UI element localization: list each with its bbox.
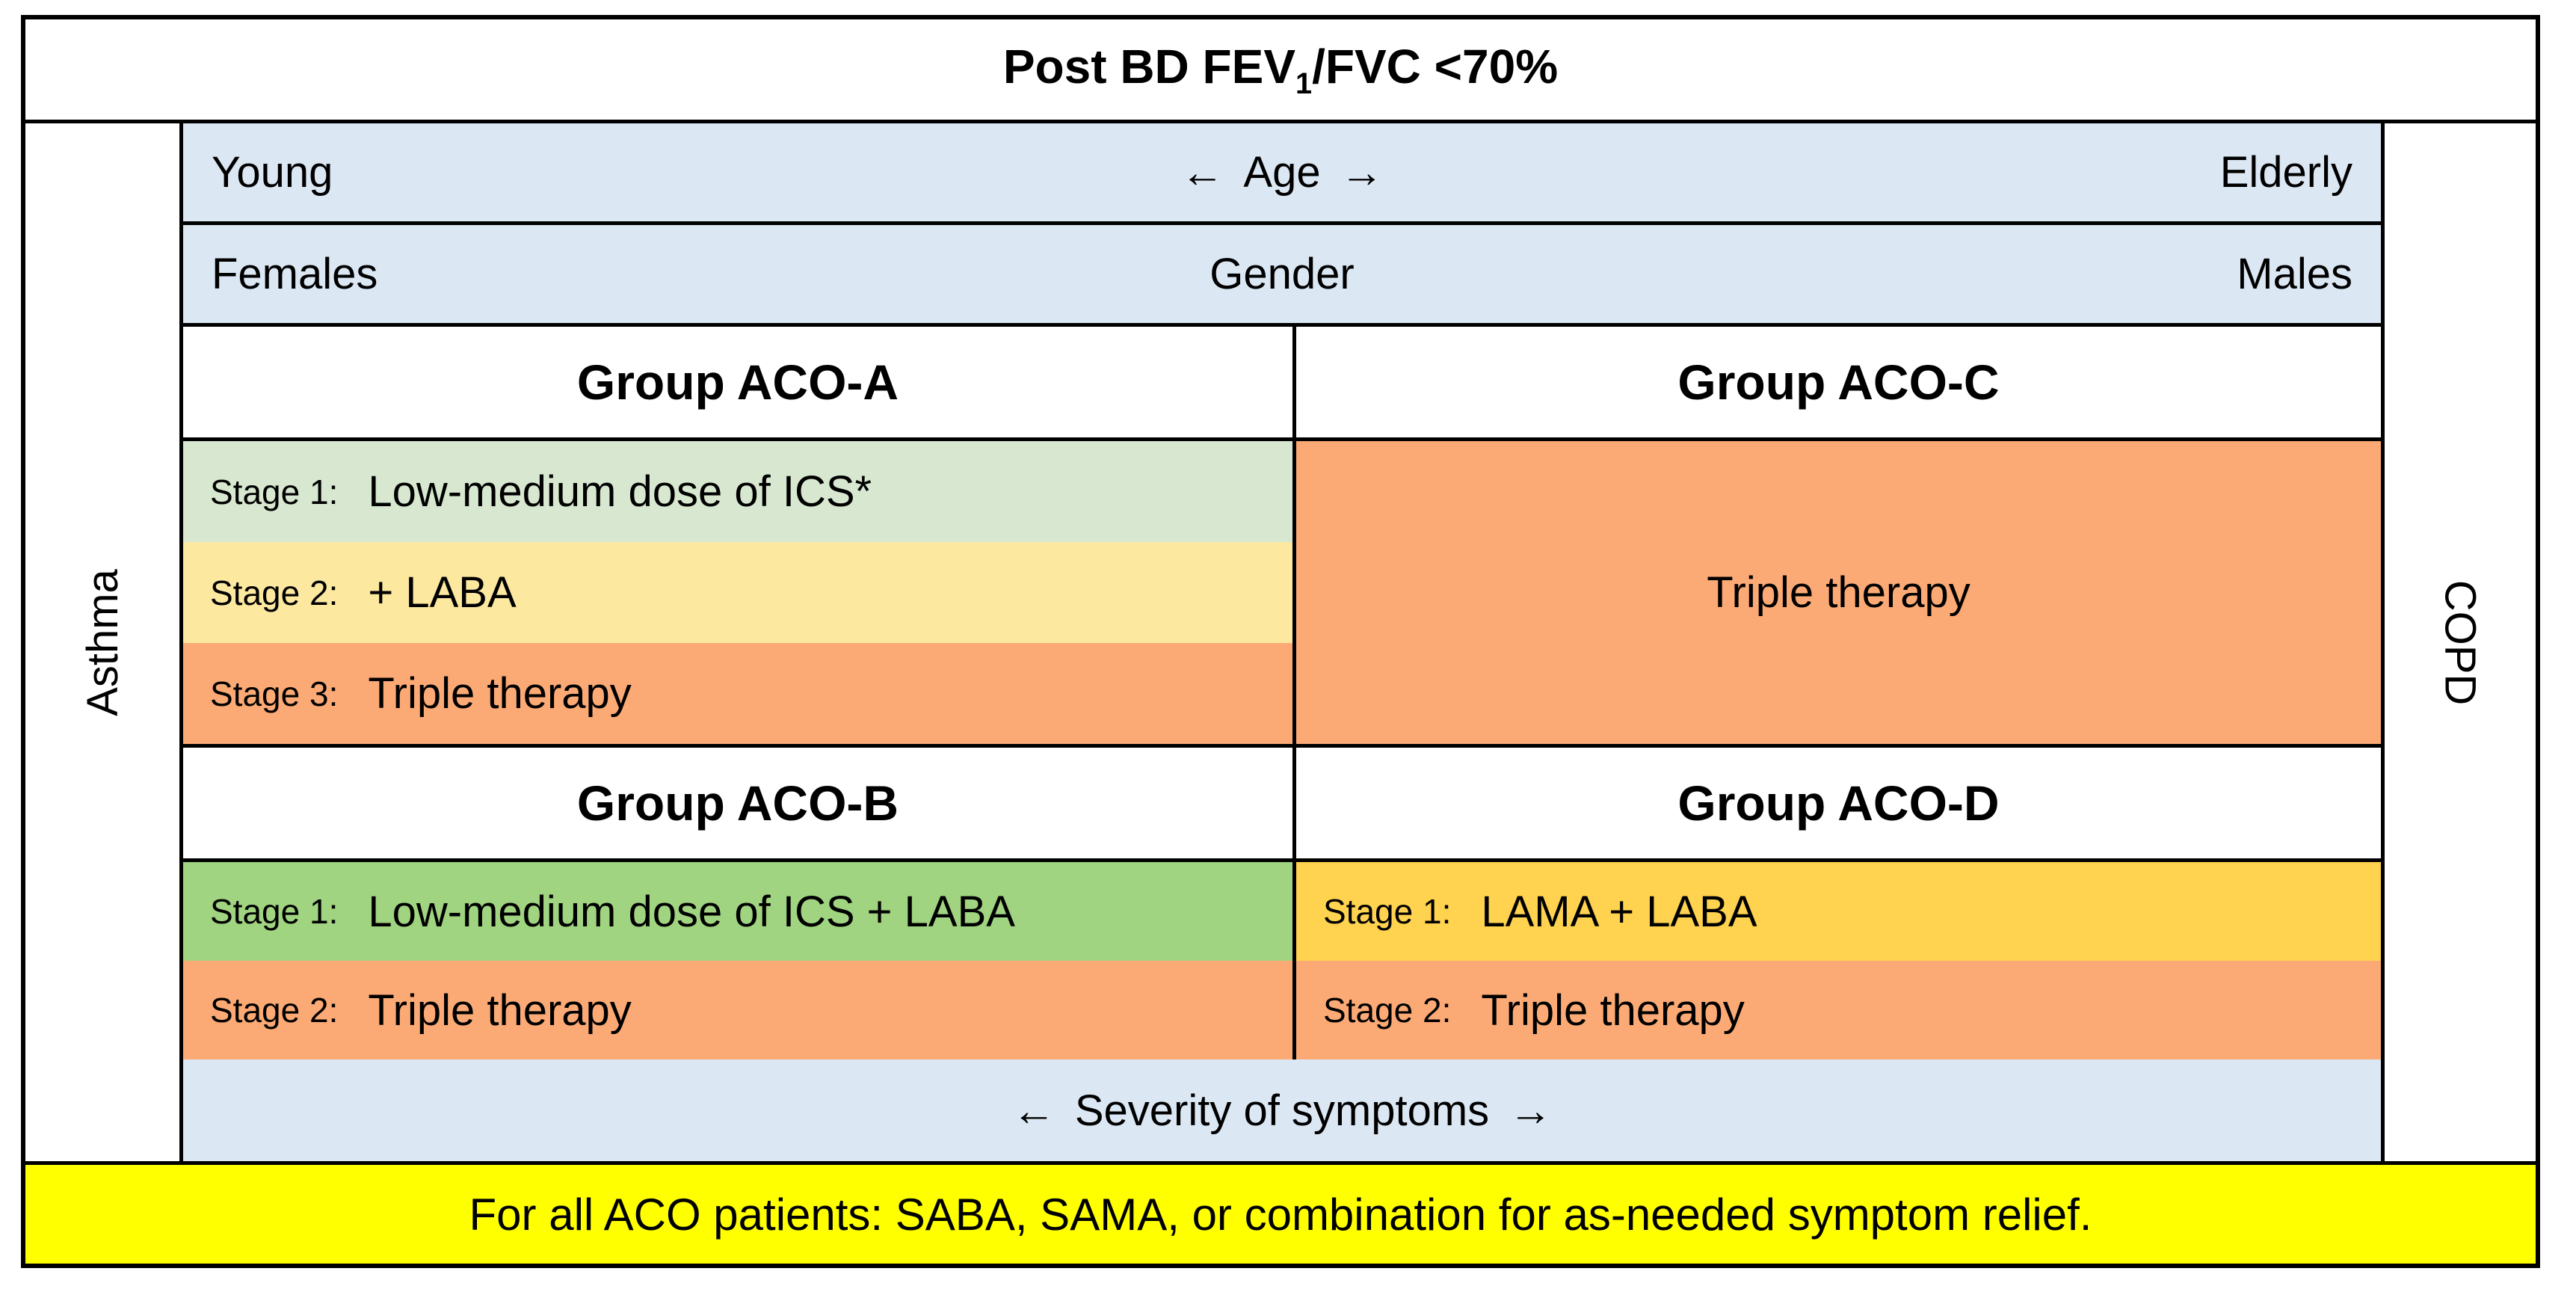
left-arrow-icon: ←: [1011, 1086, 1056, 1135]
aco-a-stage-1-label: Stage 1:: [210, 472, 339, 511]
aco-a-stage-2-label: Stage 2:: [210, 573, 339, 612]
aco-b-stage-1-label: Stage 1:: [210, 892, 339, 931]
gender-axis-left-label: Females: [212, 250, 378, 298]
group-aco-a-title: Group ACO-A: [183, 327, 1292, 441]
copd-axis-label: COPD: [2435, 579, 2485, 705]
aco-a-stage-3-label: Stage 3:: [210, 674, 339, 713]
aco-a-stage-3-row: Stage 3: Triple therapy: [183, 643, 1292, 744]
aco-b-stage-1-treatment: Low-medium dose of ICS + LABA: [368, 887, 1015, 936]
diagram-body: Asthma Young ← Age → Elderly Females Gende…: [25, 123, 2536, 1161]
aco-b-stage-2-label: Stage 2:: [210, 991, 339, 1030]
group-aco-d-stages: Stage 1: LAMA + LABA Stage 2: Triple the…: [1296, 862, 2381, 1059]
footer-note-bar: For all ACO patients: SABA, SAMA, or com…: [25, 1161, 2536, 1264]
treatment-quadrants: Group ACO-A Stage 1: Low-medium dose of …: [183, 327, 2381, 1059]
gender-axis-center-label: Gender: [1210, 250, 1355, 298]
aco-a-stage-3-treatment: Triple therapy: [368, 669, 632, 718]
gender-axis-right-label: Males: [2237, 250, 2352, 298]
age-axis-row: Young ← Age → Elderly: [183, 123, 2381, 225]
aco-a-stage-1-treatment: Low-medium dose of ICS*: [368, 467, 872, 516]
group-aco-d-title: Group ACO-D: [1296, 748, 2381, 862]
header-title-prefix: Post BD FEV: [1002, 39, 1296, 93]
aco-c-treatment: Triple therapy: [1707, 568, 1970, 617]
aco-b-stage-1-row: Stage 1: Low-medium dose of ICS + LABA: [183, 862, 1292, 961]
aco-d-stage-2-label: Stage 2:: [1323, 991, 1452, 1030]
severity-axis-label: Severity of symptoms: [1074, 1086, 1490, 1135]
group-aco-c-title: Group ACO-C: [1296, 327, 2381, 441]
severity-axis-row: ← Severity of symptoms →: [183, 1059, 2381, 1161]
right-arrow-icon: →: [1340, 148, 1384, 197]
copd-side-column: Group ACO-C Triple therapy Group ACO-D S…: [1296, 327, 2381, 1059]
diagram-frame: Post BD FEV1/FVC <70% Asthma Young ← Age →…: [21, 15, 2540, 1268]
divider: [1296, 744, 2381, 748]
aco-d-stage-1-label: Stage 1:: [1323, 892, 1452, 931]
aco-d-stage-2-treatment: Triple therapy: [1481, 985, 1745, 1035]
gender-axis-row: Females Gender Males: [183, 225, 2381, 327]
aco-d-stage-2-row: Stage 2: Triple therapy: [1296, 961, 2381, 1059]
left-arrow-icon: ←: [1180, 148, 1224, 197]
diagram-content: Young ← Age → Elderly Females Gender Males…: [183, 123, 2381, 1161]
footer-note-text: For all ACO patients: SABA, SAMA, or com…: [469, 1189, 2092, 1240]
age-axis-left-label: Young: [212, 148, 333, 197]
aco-d-stage-1-row: Stage 1: LAMA + LABA: [1296, 862, 2381, 961]
age-axis-center: ← Age →: [1161, 147, 1402, 197]
aco-a-stage-1-row: Stage 1: Low-medium dose of ICS*: [183, 441, 1292, 542]
header-title: Post BD FEV1/FVC <70%: [25, 19, 2536, 123]
aco-a-stage-2-row: Stage 2: + LABA: [183, 542, 1292, 643]
copd-axis-column: COPD: [2381, 123, 2536, 1161]
age-axis-right-label: Elderly: [2219, 148, 2353, 197]
aco-a-stage-2-treatment: + LABA: [368, 568, 517, 617]
header-title-suffix: /FVC <70%: [1312, 39, 1559, 93]
aco-b-stage-2-row: Stage 2: Triple therapy: [183, 961, 1292, 1059]
asthma-side-column: Group ACO-A Stage 1: Low-medium dose of …: [183, 327, 1296, 1059]
aco-b-stage-2-treatment: Triple therapy: [368, 985, 632, 1035]
asthma-axis-column: Asthma: [25, 123, 183, 1161]
aco-c-treatment-block: Triple therapy: [1296, 441, 2381, 744]
right-arrow-icon: →: [1509, 1086, 1553, 1135]
header-title-subscript: 1: [1295, 67, 1313, 100]
age-axis-center-label: Age: [1243, 148, 1321, 197]
group-aco-b-stages: Stage 1: Low-medium dose of ICS + LABA S…: [183, 862, 1292, 1059]
aco-d-stage-1-treatment: LAMA + LABA: [1481, 887, 1757, 936]
header-title-text: Post BD FEV1/FVC <70%: [1003, 39, 1558, 101]
divider: [183, 744, 1292, 748]
group-aco-b-title: Group ACO-B: [183, 748, 1292, 862]
asthma-axis-label: Asthma: [78, 568, 127, 716]
group-aco-a-stages: Stage 1: Low-medium dose of ICS* Stage 2…: [183, 441, 1292, 744]
